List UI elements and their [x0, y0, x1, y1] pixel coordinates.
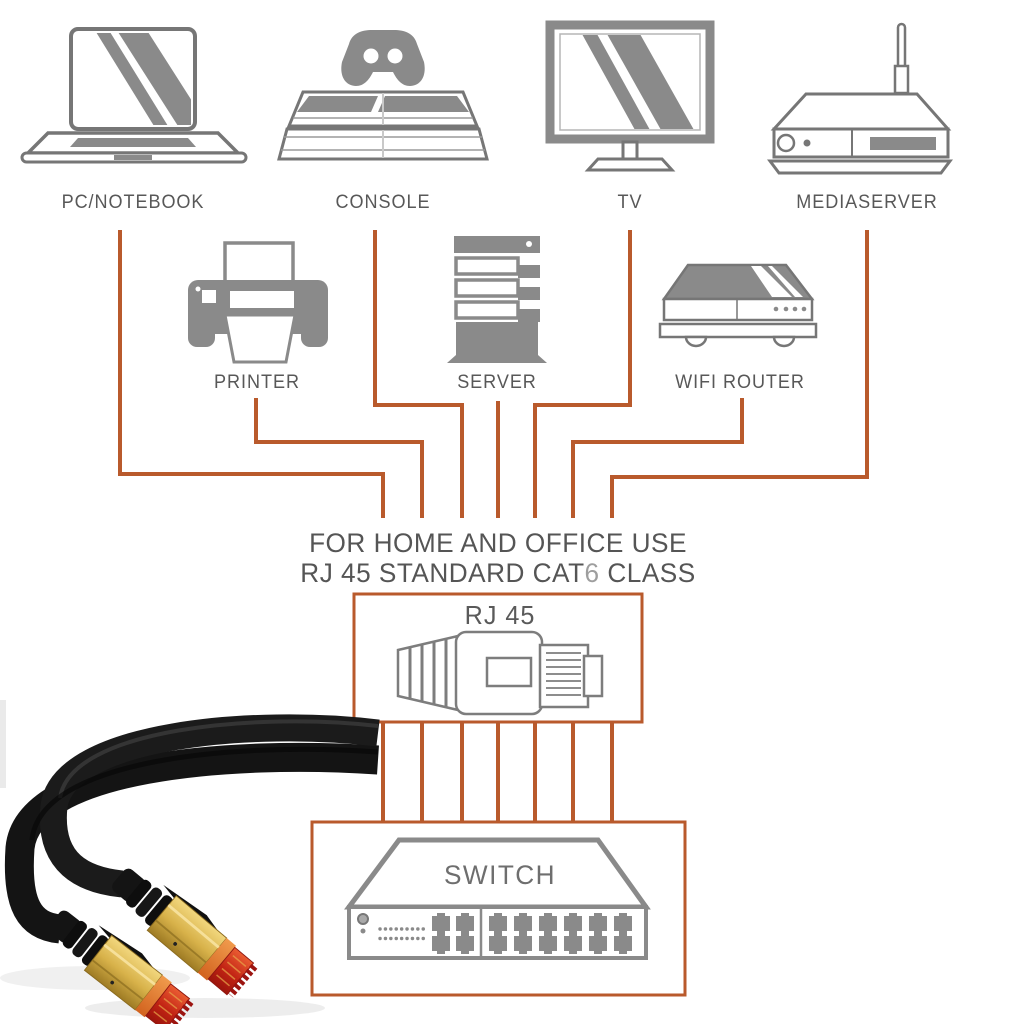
pc-notebook-icon [20, 27, 248, 164]
headline-line1: FOR HOME AND OFFICE USE [309, 528, 687, 558]
console-icon [277, 30, 489, 161]
line-wifi-router [571, 398, 744, 518]
printer-label: PRINTER [214, 372, 300, 393]
switch-box [310, 820, 687, 997]
pc-notebook-label: PC/NOTEBOOK [61, 192, 205, 213]
server-label: SERVER [457, 372, 537, 393]
rj45-plug-a [112, 868, 258, 998]
rj45-connector-icon [396, 630, 604, 716]
wifi-router-icon [658, 263, 818, 348]
line-mediaserver [610, 230, 869, 518]
gamepad-icon [341, 30, 425, 86]
line-pc-notebook [118, 230, 385, 518]
rj45-label: RJ 45 [464, 600, 536, 630]
cat6-digit: 6 [584, 558, 600, 588]
headline-line2: RJ 45 STANDARD CAT6 CLASS [300, 558, 695, 589]
switch-ports [432, 913, 632, 954]
line-printer [254, 398, 424, 518]
server-icon [447, 236, 547, 363]
wifi-router-label: WIFI ROUTER [675, 372, 805, 393]
mediaserver-label: MEDIASERVER [796, 192, 938, 213]
tv-label: TV [617, 192, 643, 213]
printer-icon [188, 241, 328, 364]
rj45-to-switch-lines [381, 722, 614, 821]
line-tv [533, 230, 632, 518]
line-console [373, 230, 464, 518]
switch-icon [344, 837, 651, 960]
rj45-box [352, 592, 644, 724]
connection-lines [118, 230, 869, 821]
mediaserver-icon [767, 22, 953, 175]
switch-label: SWITCH [443, 860, 557, 890]
ethernet-cable-photo [0, 700, 380, 1024]
rj45-plug-b [48, 910, 194, 1024]
console-label: CONSOLE [335, 192, 431, 213]
headline-line2-suffix: CLASS [599, 558, 696, 588]
headline-line2-prefix: RJ 45 STANDARD CAT [300, 558, 585, 588]
tv-icon [545, 20, 715, 172]
